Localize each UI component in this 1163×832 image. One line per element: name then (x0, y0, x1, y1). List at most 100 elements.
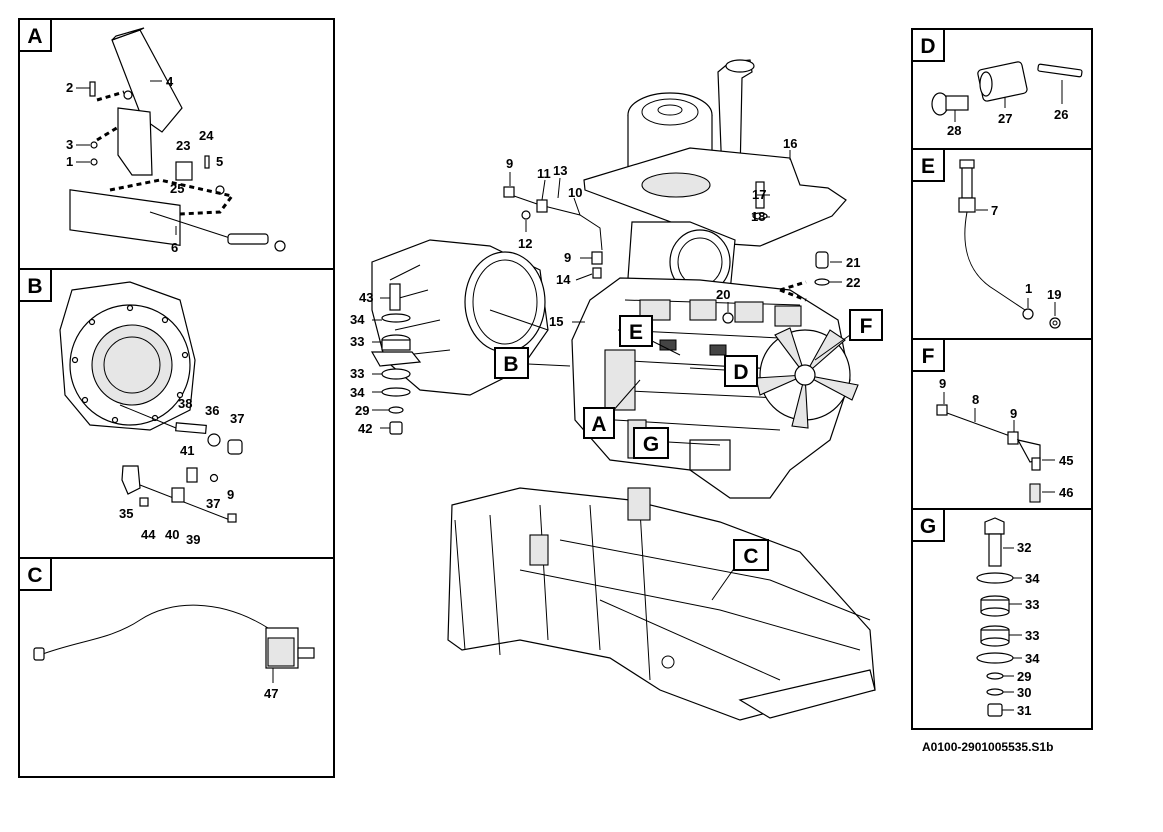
panel-f-letter: F (922, 345, 935, 368)
marker-a (583, 407, 615, 439)
callout: 15 (549, 314, 563, 329)
washer-small (388, 406, 404, 414)
marker-d (724, 355, 758, 387)
frame-post (627, 487, 651, 521)
precleaner-nut (657, 104, 683, 116)
panel-e-letter-box (911, 148, 945, 182)
callout: 38 (178, 396, 192, 411)
nut (389, 421, 403, 435)
callout: 23 (176, 138, 190, 153)
bell-housing-opening (464, 251, 546, 353)
callout: 37 (230, 411, 244, 426)
location-markers: B E D A G F C (494, 309, 883, 571)
callout: 43 (359, 290, 373, 305)
cap (722, 312, 734, 324)
panel-g: G 32 34 33 33 34 29 30 31 (911, 508, 1093, 730)
precleaner-cap (641, 98, 699, 126)
callout: 14 (556, 272, 571, 287)
nut (209, 473, 219, 483)
callout: 4 (166, 74, 174, 89)
dipstick-handle (959, 159, 975, 169)
washer (976, 652, 1014, 664)
cover-washer (752, 212, 768, 220)
cover-cutout (641, 172, 711, 198)
washer (986, 688, 1004, 696)
callout: 34 (350, 385, 365, 400)
drawing-reference: A0100-2901005535.S1b (922, 740, 1053, 754)
clamp (171, 487, 185, 503)
bolt (139, 497, 149, 507)
fitting (591, 251, 603, 265)
frame-members (454, 504, 651, 681)
panel-c-letter: C (27, 564, 42, 587)
mount-base (980, 637, 1010, 647)
mount-base (980, 607, 1010, 617)
washer (207, 433, 221, 447)
fan-hub (794, 364, 816, 386)
callout: 39 (186, 532, 200, 547)
callout: 40 (165, 527, 179, 542)
callout: 10 (568, 185, 582, 200)
plug-washer (814, 278, 830, 286)
panel-f: F 9 8 9 45 46 (911, 338, 1093, 510)
pedal-sensor (175, 161, 193, 181)
washer (381, 387, 411, 397)
callout: 45 (1059, 453, 1073, 468)
dipstick-tube (964, 211, 1026, 311)
callout: 34 (350, 312, 365, 327)
callout: 19 (1047, 287, 1061, 302)
lock-washer (986, 672, 1004, 680)
callout: 27 (998, 111, 1012, 126)
marker-a-label: A (591, 413, 606, 436)
engine-cover-plate (583, 147, 847, 247)
dash-link (96, 124, 121, 142)
callout: 35 (119, 506, 133, 521)
callout: 42 (358, 421, 372, 436)
pedal-base-plate (69, 189, 181, 246)
callout: 21 (846, 255, 860, 270)
washer (976, 572, 1014, 584)
dash-link (779, 288, 807, 302)
callout: 6 (171, 240, 178, 255)
callout: 3 (66, 137, 73, 152)
dipstick-grip (961, 167, 973, 199)
callout: 46 (1059, 485, 1073, 500)
callout: 34 (1025, 651, 1040, 666)
nut (227, 439, 243, 455)
callout: 33 (1025, 628, 1039, 643)
fitting (503, 186, 515, 198)
callout: 36 (205, 403, 219, 418)
callout: 33 (1025, 597, 1039, 612)
panel-c-letter-box (18, 557, 52, 591)
flange-bolts (71, 304, 189, 424)
dash-link (779, 280, 807, 292)
main-leaders (372, 150, 842, 429)
marker-f-label: F (860, 315, 873, 338)
panel-c: C 47 (18, 557, 335, 778)
dipstick-seal (958, 197, 976, 213)
pedal-pivot (123, 90, 133, 100)
marker-e (619, 315, 653, 347)
screw-shank (945, 95, 969, 111)
nut (987, 703, 1003, 717)
callout: 2 (66, 80, 73, 95)
marker-g (633, 427, 669, 459)
panel-g-letter-box (911, 508, 945, 542)
callout: 22 (846, 275, 860, 290)
callout: 12 (518, 236, 532, 251)
fitting-end (227, 513, 237, 523)
callout: 16 (783, 136, 797, 151)
leader-stud (119, 404, 177, 429)
callout: 8 (972, 392, 979, 407)
panel-a-letter-box (18, 18, 52, 52)
panel-d: D 28 27 26 (911, 28, 1093, 150)
fan-blades (755, 327, 859, 429)
callout: 1 (66, 154, 73, 169)
callout: 13 (553, 163, 567, 178)
callout: 47 (264, 686, 278, 701)
callout: 9 (506, 156, 513, 171)
callout: 7 (991, 203, 998, 218)
panel-g-letter: G (920, 515, 936, 538)
panel-a-letter: A (27, 25, 42, 48)
mount-bracket (370, 351, 422, 367)
